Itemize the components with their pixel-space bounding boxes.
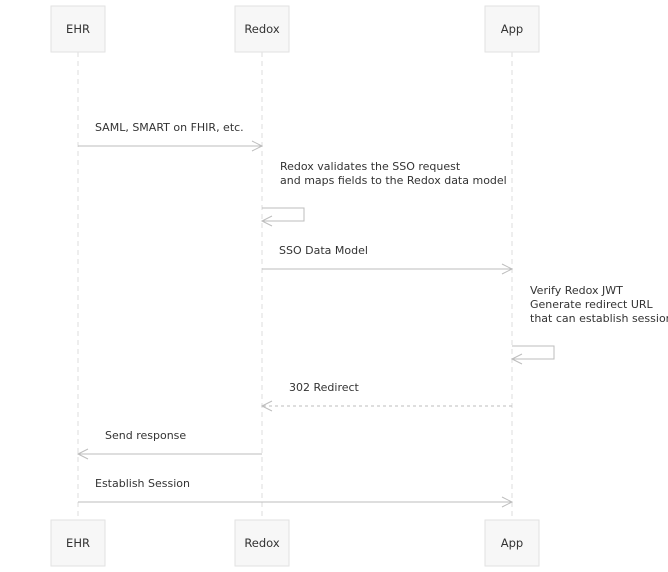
participant-app-bottom: App (484, 519, 540, 567)
arrowhead (510, 353, 523, 365)
message-6: Send response (76, 429, 262, 460)
message-label: SAML, SMART on FHIR, etc. (95, 121, 244, 134)
message-7: Establish Session (78, 477, 514, 508)
message-label: SSO Data Model (279, 244, 368, 257)
participant-box (234, 5, 290, 53)
participant-redox-top: Redox (234, 5, 290, 53)
message-label: 302 Redirect (289, 381, 360, 394)
arrowhead (260, 215, 273, 227)
participant-label: Redox (244, 536, 280, 550)
message-label: Establish Session (95, 477, 190, 490)
participant-label: Redox (244, 22, 280, 36)
participants-bottom: EHR Redox App (50, 519, 540, 567)
message-label: Send response (105, 429, 186, 442)
participant-app-top: App (484, 5, 540, 53)
participant-box (234, 519, 290, 567)
lifelines (77, 52, 513, 520)
participant-label: App (501, 536, 523, 550)
arrowhead (501, 496, 514, 508)
message-line (262, 207, 305, 222)
arrowhead (76, 448, 89, 460)
participant-label: EHR (66, 536, 90, 550)
arrowhead (501, 263, 514, 275)
participant-ehr-bottom: EHR (50, 519, 106, 567)
message-label: Generate redirect URL (530, 298, 654, 311)
message-5: 302 Redirect (260, 381, 512, 412)
participant-box (50, 5, 106, 53)
message-label: that can establish session (530, 312, 668, 325)
arrowhead (251, 140, 264, 152)
participant-box (50, 519, 106, 567)
messages: SAML, SMART on FHIR, etc. Redox validates… (76, 121, 668, 508)
message-label: and maps fields to the Redox data model (280, 174, 507, 187)
participant-ehr-top: EHR (50, 5, 106, 53)
participants-top: EHR Redox App (50, 5, 540, 53)
message-3: SSO Data Model (262, 244, 514, 275)
message-label: Redox validates the SSO request (280, 160, 461, 173)
participant-label: EHR (66, 22, 90, 36)
participant-label: App (501, 22, 523, 36)
message-label: Verify Redox JWT (530, 284, 623, 297)
message-line (512, 345, 555, 360)
message-1: SAML, SMART on FHIR, etc. (78, 121, 264, 152)
participant-box (484, 5, 540, 53)
participant-redox-bottom: Redox (234, 519, 290, 567)
participant-box (484, 519, 540, 567)
arrowhead (260, 400, 273, 412)
